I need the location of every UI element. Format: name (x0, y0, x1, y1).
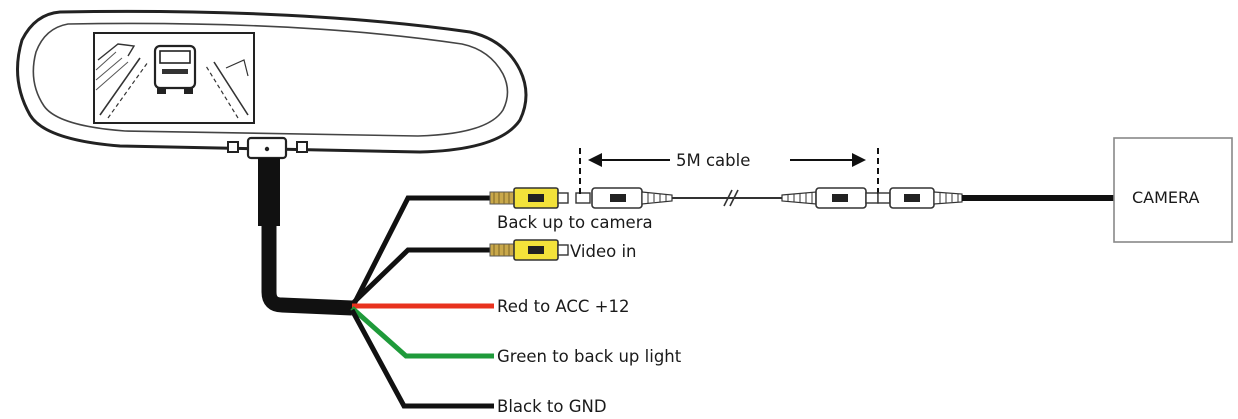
camera-box: CAMERA (1113, 137, 1233, 243)
mirror-inner-bezel (32, 22, 509, 137)
rca-connector-backup (489, 187, 569, 209)
video-in-label: Video in (570, 242, 637, 261)
camera-connector (877, 187, 963, 209)
harness-cable-top (258, 158, 280, 226)
cable-dimension: 5M cable (579, 148, 879, 196)
mirror-display (93, 32, 255, 124)
wire-to-video-in-rca (348, 247, 492, 308)
display-lane-left (99, 57, 141, 116)
rca-connector-video-in (489, 239, 569, 261)
cable-length-label: 5M cable (676, 151, 750, 170)
wire-black (349, 308, 494, 409)
cable-break-mark (723, 189, 733, 207)
mirror-button-left[interactable] (227, 141, 239, 153)
backup-to-camera-label: Back up to camera (497, 213, 653, 232)
rearview-mirror (16, 9, 528, 160)
green-wire-label: Green to back up light (497, 347, 682, 366)
wire-to-backup-rca (349, 195, 492, 310)
mirror-mount (227, 136, 308, 160)
mirror-mount-hole (264, 146, 270, 152)
display-lane-right (213, 61, 249, 116)
red-wire-label: Red to ACC +12 (497, 297, 630, 316)
wire-harness (258, 158, 494, 409)
mirror-button-right[interactable] (296, 141, 308, 153)
extension-cable (575, 187, 879, 209)
display-vehicle-icon (153, 44, 197, 94)
camera-label: CAMERA (1132, 188, 1200, 207)
wire-green (350, 306, 494, 359)
harness-main-cable (261, 224, 353, 316)
black-wire-label: Black to GND (497, 397, 607, 416)
